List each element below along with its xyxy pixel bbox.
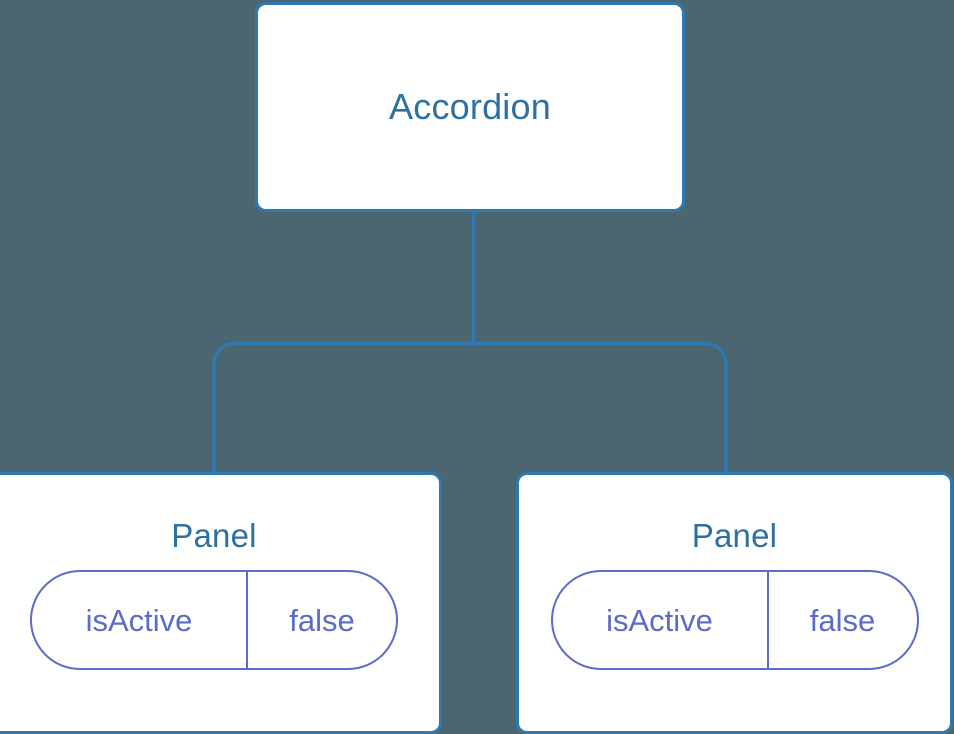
node-title-panel-2: Panel [691, 517, 778, 554]
connector-branch-left [212, 341, 474, 474]
tree-node-panel-2[interactable]: Panel isActive false [516, 472, 953, 734]
state-pill-panel-2[interactable]: isActive false [550, 570, 919, 670]
connector-branch-right [473, 341, 728, 474]
state-key-panel-2: isActive [553, 572, 769, 668]
state-key-panel-1: isActive [32, 572, 248, 668]
state-pill-panel-1[interactable]: isActive false [30, 570, 398, 670]
tree-node-panel-1[interactable]: Panel isActive false [0, 472, 442, 734]
state-value-panel-1: false [289, 602, 355, 638]
node-title-panel-1: Panel [171, 517, 257, 554]
tree-node-accordion[interactable]: Accordion [255, 2, 685, 212]
state-value-panel-2: false [809, 602, 876, 638]
node-title-accordion: Accordion [389, 86, 551, 127]
